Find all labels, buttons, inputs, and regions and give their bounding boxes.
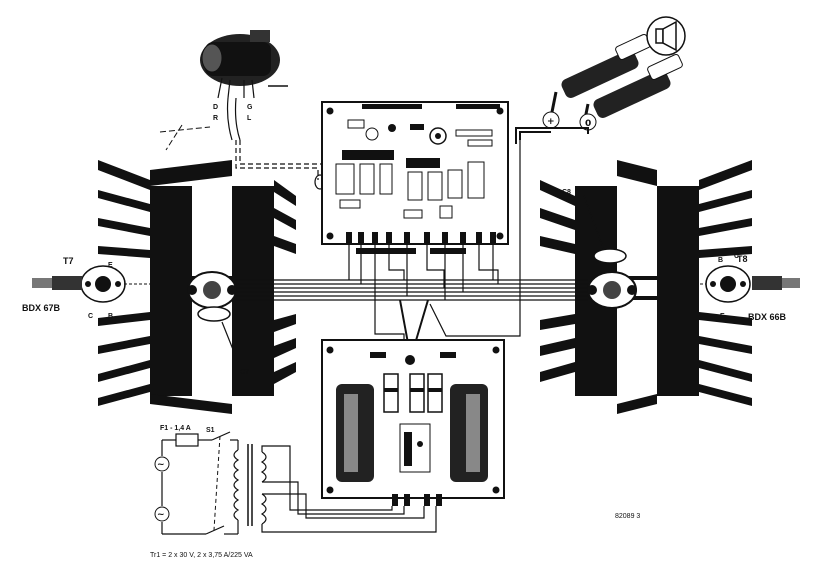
plus-terminal-label: + (547, 117, 555, 127)
transistor-t7-mounted (187, 271, 237, 322)
input-label-g: G (247, 104, 253, 111)
power-supply-terminals (392, 494, 442, 506)
transformer-secondary-wires (261, 445, 437, 533)
power-supply-pcb (321, 339, 505, 499)
mains-circuit (154, 431, 267, 535)
bdx66b-label: BDX 66B (748, 312, 787, 322)
input-label-r: R (213, 115, 218, 122)
t7-pin-e-label: E (108, 262, 113, 269)
transistor-t8-exploded (680, 265, 800, 303)
fuse-label: F1 - 1,4 A (160, 425, 191, 432)
t8-pin-e-label: E (720, 313, 725, 320)
t7-label: T7 (63, 256, 74, 266)
t8-label: T8 (737, 254, 748, 264)
input-din-connector (200, 30, 288, 99)
amplifier-pcb-terminals (346, 232, 496, 244)
ac-symbol-lower: ~ (157, 510, 165, 520)
ac-symbol-upper: ~ (157, 460, 165, 470)
zero-terminal-label: 0 (585, 119, 591, 129)
speaker-cables (515, 127, 589, 144)
amplifier-pcb (321, 101, 509, 254)
transistor-lead-wires (236, 140, 588, 355)
t7-pin-c-label: C (88, 313, 93, 320)
bdx67b-label: BDX 67B (22, 303, 61, 313)
figure-number: 82089 3 (615, 513, 640, 520)
c7-label: C7 (240, 369, 249, 376)
input-label-d: D (213, 104, 218, 111)
loudspeaker-icon (646, 16, 686, 56)
input-label-l: L (247, 115, 252, 122)
transistor-t7-exploded (32, 265, 150, 303)
c8-label: C8 (562, 189, 571, 196)
transistor-t8-mounted (587, 248, 637, 309)
transformer-spec-label: Tr1 = 2 x 30 V, 2 x 3,75 A/225 VA (150, 552, 253, 559)
t8-pin-c-label: C (734, 253, 739, 260)
t7-pin-b-label: B (108, 313, 113, 320)
t8-pin-b-label: B (718, 257, 723, 264)
switch-label: S1 (206, 427, 215, 434)
